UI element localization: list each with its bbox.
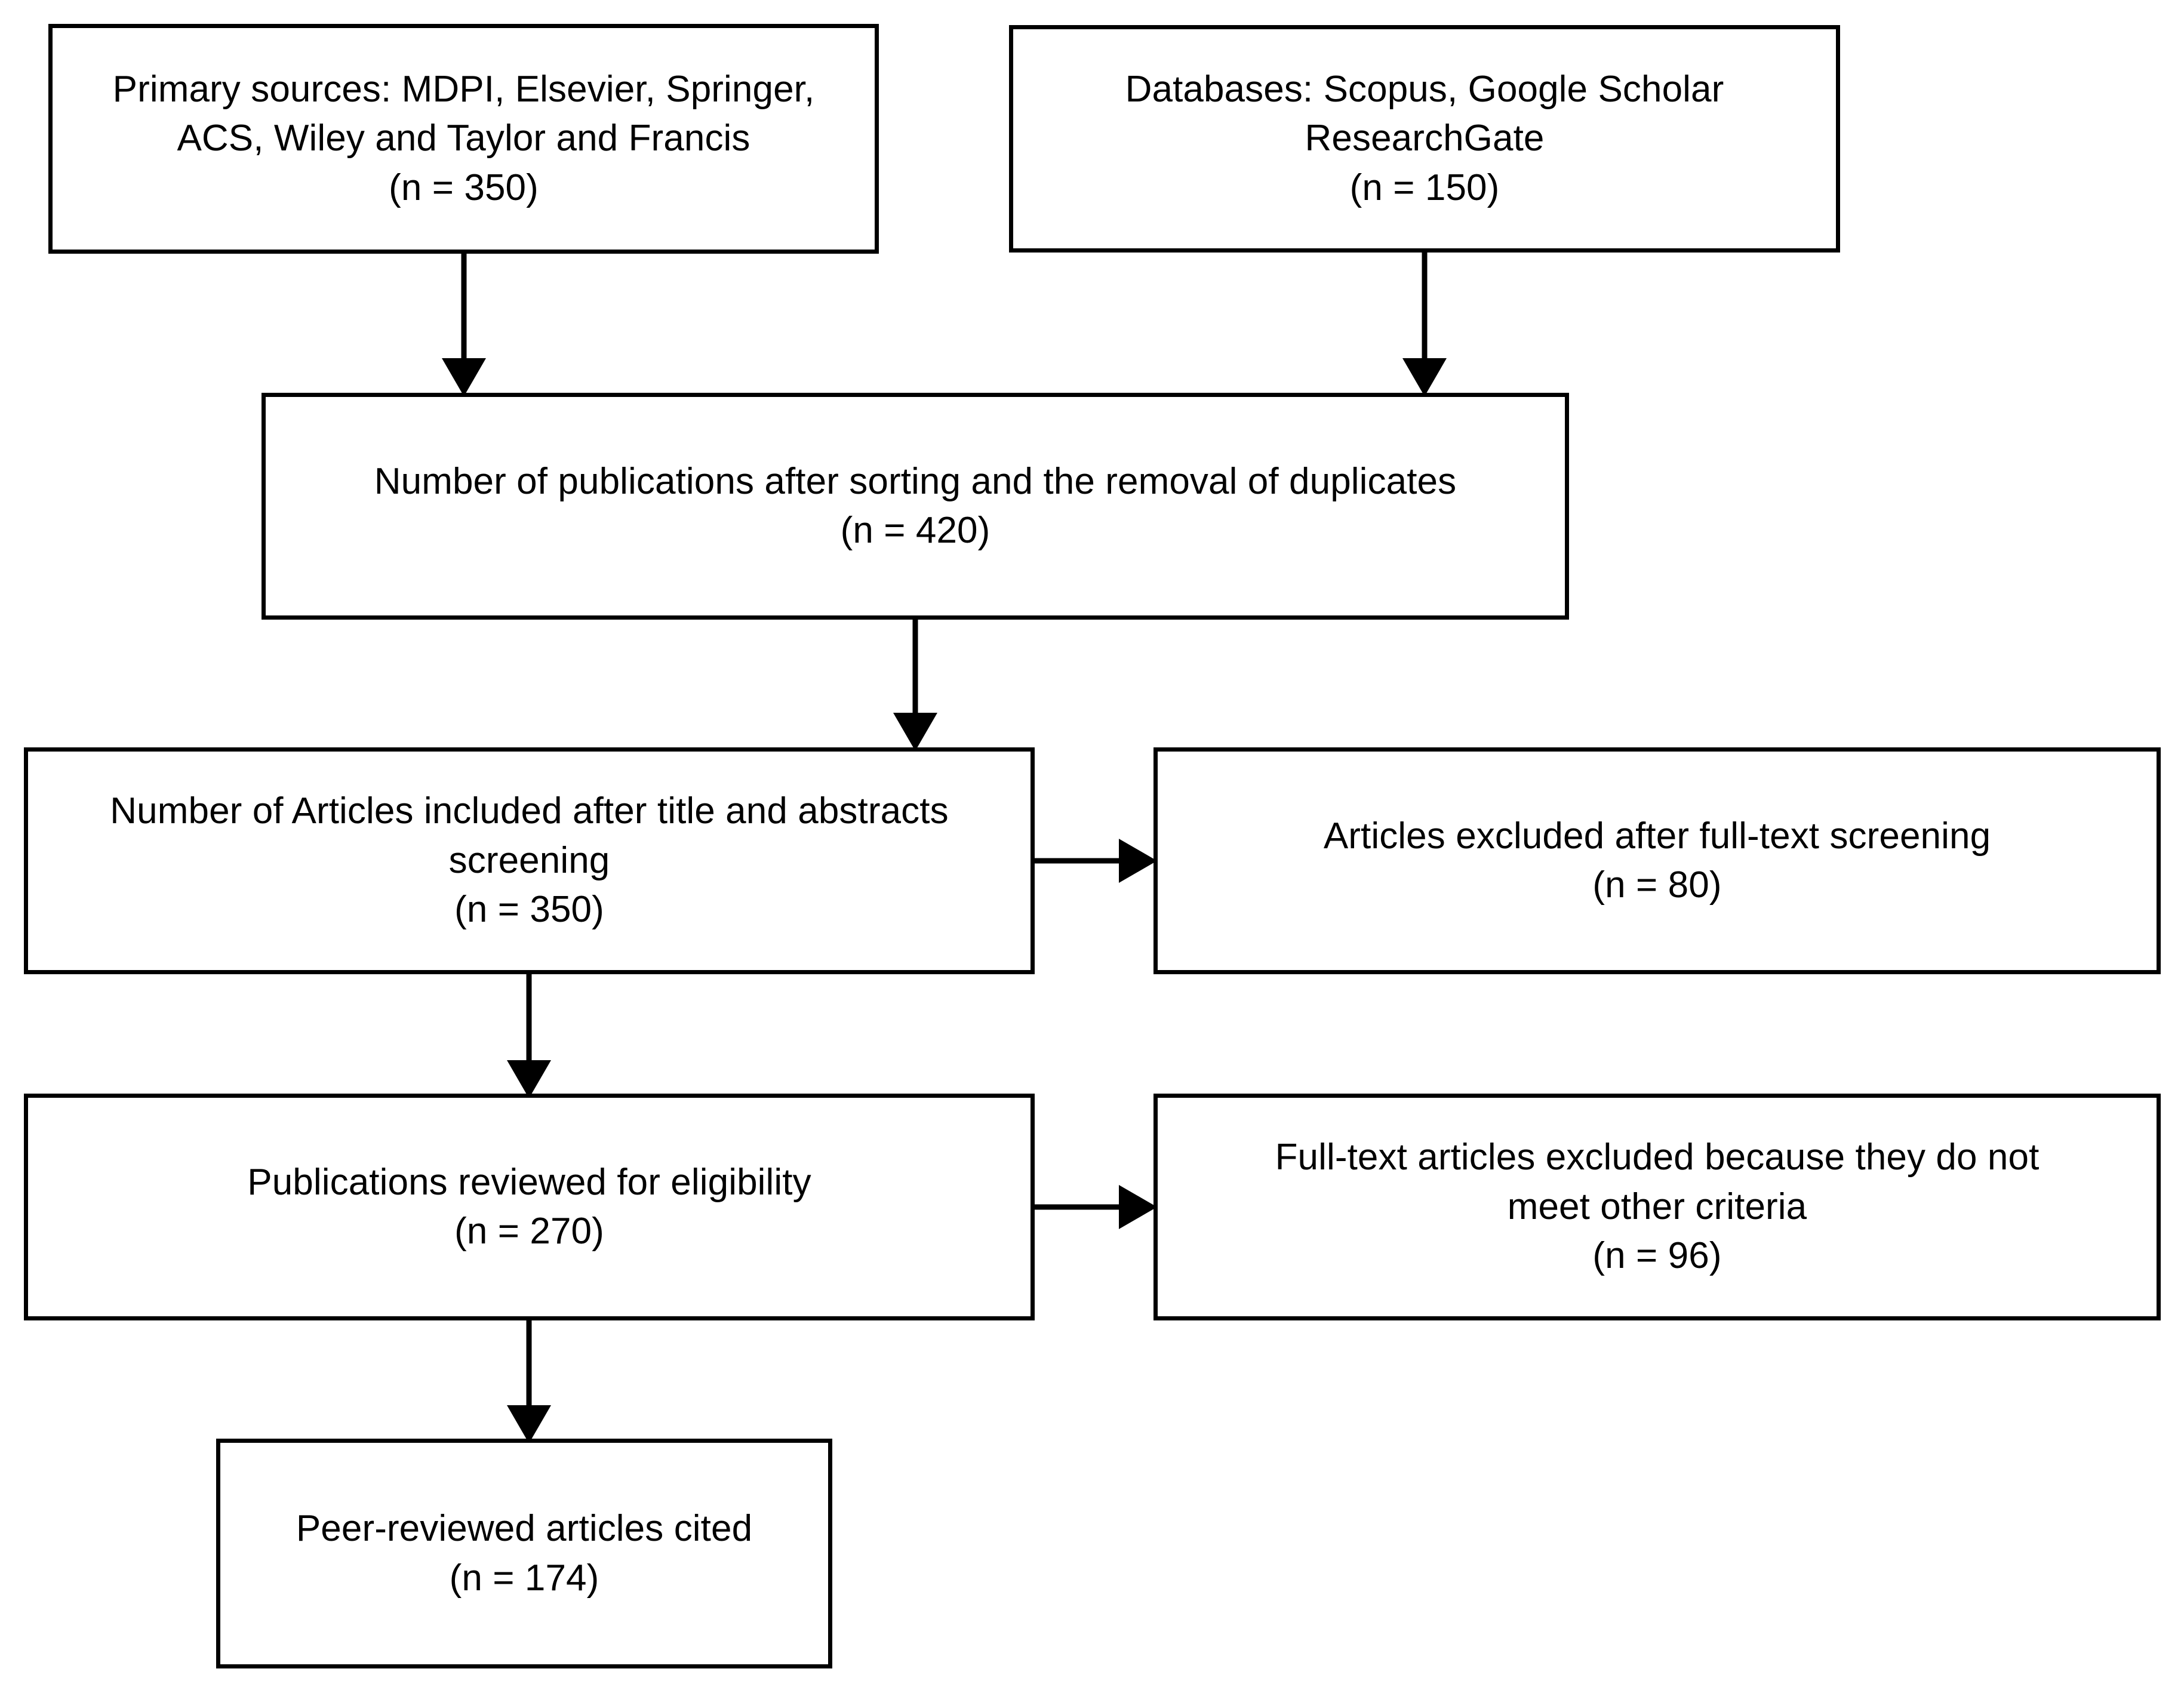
node-excluded-other-criteria: Full-text articles excluded because they… — [1153, 1094, 2161, 1320]
node-after-duplicates-label: Number of publications after sorting and… — [374, 460, 1457, 551]
node-reviewed-for-eligibility: Publications reviewed for eligibility (n… — [24, 1094, 1035, 1320]
node-primary-sources: Primary sources: MDPI, Elsevier, Springe… — [48, 24, 879, 254]
node-reviewed-for-eligibility-label: Publications reviewed for eligibility (n… — [247, 1161, 811, 1252]
node-peer-reviewed-cited: Peer-reviewed articles cited (n = 174) — [216, 1439, 832, 1668]
node-peer-reviewed-cited-label: Peer-reviewed articles cited (n = 174) — [296, 1508, 753, 1599]
node-after-duplicates: Number of publications after sorting and… — [262, 393, 1569, 620]
node-primary-sources-label: Primary sources: MDPI, Elsevier, Springe… — [112, 68, 815, 208]
node-title-abstract-screening: Number of Articles included after title … — [24, 747, 1035, 974]
node-databases-label: Databases: Scopus, Google Scholar Resear… — [1125, 68, 1724, 208]
node-databases: Databases: Scopus, Google Scholar Resear… — [1009, 25, 1840, 253]
node-title-abstract-screening-label: Number of Articles included after title … — [110, 790, 949, 931]
node-excluded-other-criteria-label: Full-text articles excluded because they… — [1275, 1137, 2040, 1277]
node-excluded-after-fulltext-label: Articles excluded after full-text screen… — [1323, 815, 1991, 906]
node-excluded-after-fulltext: Articles excluded after full-text screen… — [1153, 747, 2161, 974]
